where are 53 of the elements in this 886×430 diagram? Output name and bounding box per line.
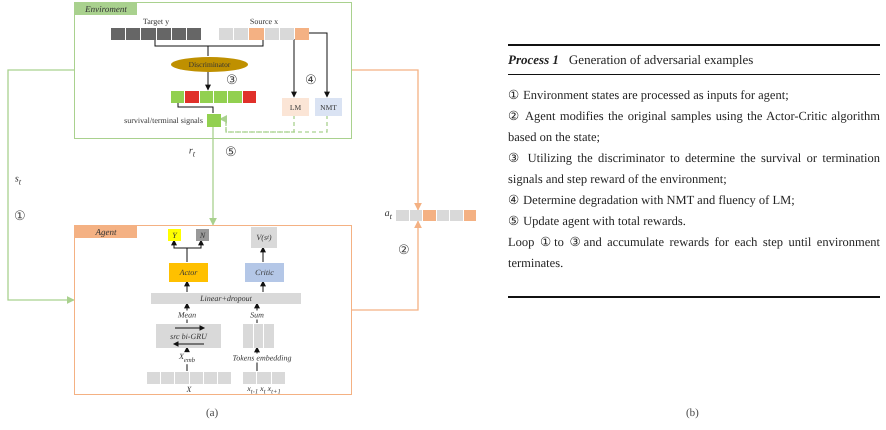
panel-caption: (b) <box>686 407 699 419</box>
gru-box <box>156 324 221 348</box>
process-step: ③ Utilizing the discriminator to determine the survival or termination signals and step reward of the environment; <box>508 148 880 190</box>
arrow <box>260 280 266 292</box>
arrow <box>291 38 297 98</box>
group-title: Agent <box>75 226 137 238</box>
process-step: ⑤ Update agent with total rewards. <box>508 211 880 232</box>
box-text: src bi-GRU <box>169 330 208 342</box>
process-subtitle: Generation of adversarial examples <box>568 52 754 67</box>
process-step: ② Agent modifies the original samples using the Actor-Critic algorithm based on the state; <box>508 106 880 148</box>
arrow <box>352 69 422 211</box>
strip-label: Source x <box>248 17 280 26</box>
process-box: Actor <box>169 263 208 282</box>
node-caption: survival/terminal signals <box>124 116 203 125</box>
step-number: ⑤ <box>225 144 237 160</box>
step-number: ③ <box>226 72 238 88</box>
arrow <box>184 280 190 292</box>
group-title: Enviroment <box>75 3 137 15</box>
process-step: ④ Determine degradation with NMT and fluency of LM; <box>508 190 880 211</box>
arrow <box>352 220 422 311</box>
process-box: Linear+dropout <box>151 293 301 304</box>
arrow <box>308 32 330 98</box>
connector-line <box>208 38 264 56</box>
arrow <box>205 70 211 91</box>
arrow <box>209 126 217 226</box>
group-frame <box>74 2 352 139</box>
arrow <box>260 246 266 262</box>
edge-label: Sum <box>249 310 265 320</box>
node-caption: x$_{t-1}$ x$_{t}$ x$_{t+1}$ <box>246 384 282 397</box>
edge-label: r$_{t}$ <box>188 146 196 158</box>
loop-note: Loop ①to ③and accumulate rewards for each step until environment terminates. <box>508 234 880 272</box>
step-number: ④ <box>305 72 317 88</box>
arrow <box>219 115 328 133</box>
arrow <box>7 69 75 304</box>
arrow <box>186 239 204 262</box>
edge-label: s$_{t}$ <box>14 174 22 186</box>
step-number: ① <box>14 208 26 224</box>
group-frame <box>74 225 352 395</box>
step-number: ② <box>398 242 410 258</box>
process-title: Process 1 <box>508 52 559 67</box>
process-box: N <box>196 229 209 241</box>
node-caption: a$_{t}$ <box>384 209 392 221</box>
process-step: ① Environment states are processed as inputs for agent; <box>508 85 880 106</box>
connector-line <box>178 102 214 114</box>
edge-label: X$_{emb}$ <box>178 352 196 364</box>
edge-label: Mean <box>176 310 198 320</box>
process-box: Y <box>168 229 181 241</box>
node-caption: X <box>185 385 192 394</box>
edge-label: Tokens embedding <box>231 354 293 362</box>
strip-label: Target y <box>142 17 170 26</box>
panel-caption: (a) <box>206 407 218 419</box>
embedding-block <box>243 324 274 348</box>
process-box: Critic <box>245 263 284 282</box>
